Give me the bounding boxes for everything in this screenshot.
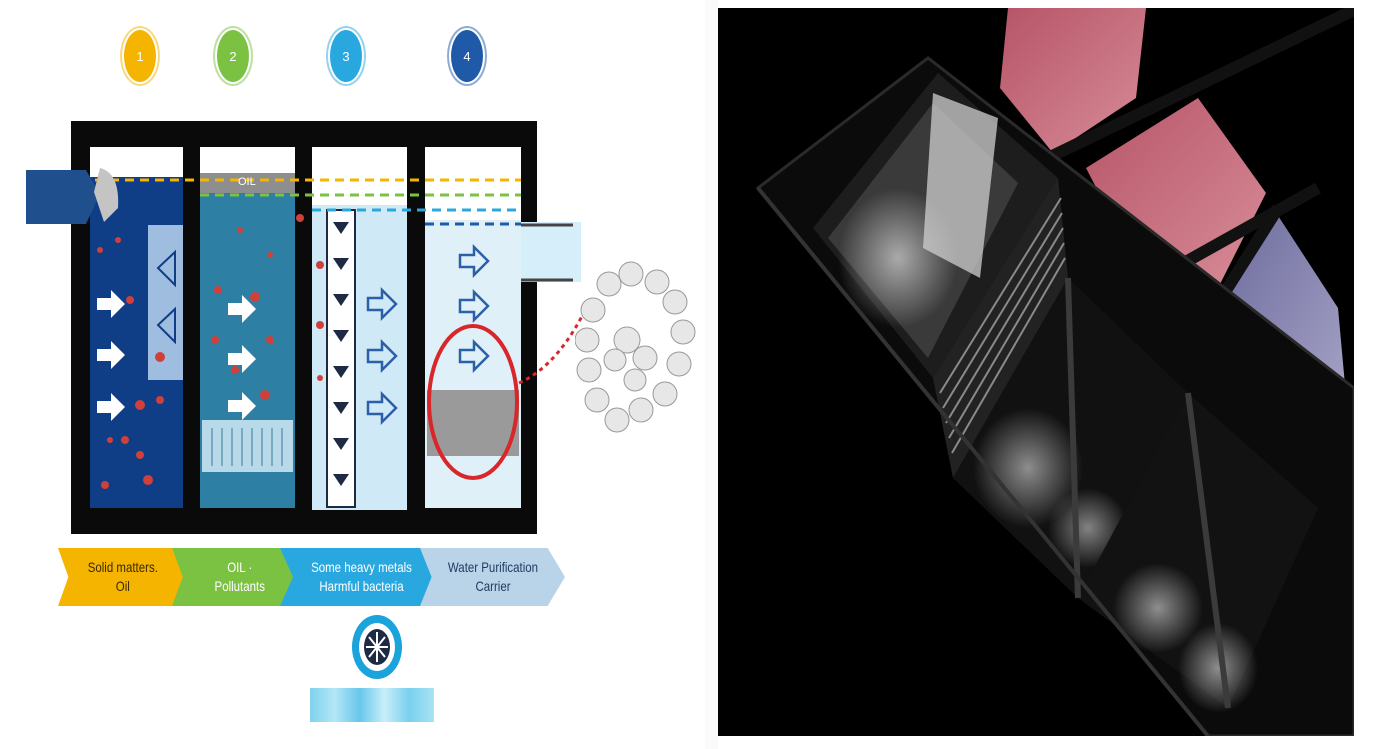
stage-label-3: Some heavy metals Harmful bacteria [280,548,442,606]
chamber-4-air [425,147,521,220]
chamber-1-flow-arrows [97,290,125,421]
carrier-highlight-ring [427,324,519,480]
brand-logo-icon [352,615,402,679]
blurred-caption [310,688,434,722]
panel-divider [705,0,718,749]
purification-carrier-bed [427,390,519,456]
oil-layer-label: OIL [238,176,256,188]
tank-internals [26,147,592,510]
inlet-baffle [94,168,119,222]
chamber-2-flow-arrows [228,295,256,420]
chamber-3-flow-arrows [366,286,398,426]
chamber-4-flow-arrows [458,243,490,374]
step-2-badge: 2 [213,26,253,86]
tank-photo-illustration [718,8,1354,736]
step-3-badge: 3 [326,26,366,86]
chamber-2-air [200,147,295,173]
filter-pad-1 [1000,8,1146,153]
outlet-pipe [521,222,581,282]
chamber-1-screen [148,225,183,380]
stage-label-1: Solid matters. Oil [58,548,188,606]
carrier-media-balls [575,261,696,433]
separator-tank-photo [718,8,1354,736]
filtration-diagram-panel: 1 2 3 4 [26,26,696,722]
step-1-badge: 1 [120,26,160,86]
step-4-badge: 4 [447,26,487,86]
louver-panel [933,178,1068,478]
chamber-1-particles [97,237,165,489]
inlet-pipe [26,170,100,224]
stage-label-4: Water Purification Carrier [420,548,565,606]
chamber-3-cartridge [326,209,356,508]
chamber-2-particles [211,227,274,400]
oil-layer [200,173,295,193]
chamber-2-media [202,420,293,472]
